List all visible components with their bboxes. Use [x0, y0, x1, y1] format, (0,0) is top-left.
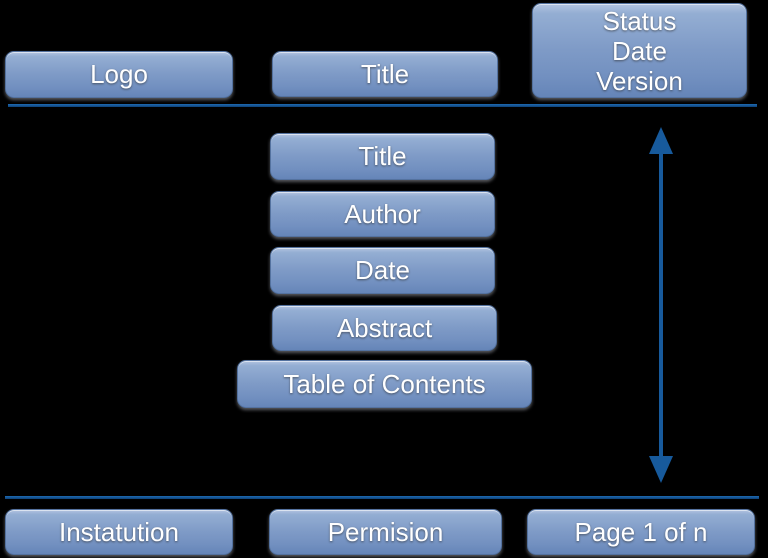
node-logo: Logo [5, 51, 233, 98]
vertical-double-arrow-icon [649, 127, 673, 483]
node-table-of-contents: Table of Contents [237, 360, 532, 408]
node-abstract-label: Abstract [336, 312, 433, 343]
date-line: Date [612, 35, 667, 66]
node-header-title: Title [272, 51, 498, 97]
node-status-date-version: Status Date Version [532, 3, 747, 98]
node-table-of-contents-label: Table of Contents [283, 368, 486, 399]
status-line: Status [602, 5, 677, 36]
header-separator-line [8, 104, 757, 107]
node-header-title-label: Title [360, 58, 410, 89]
node-author-label: Author [344, 198, 421, 229]
node-abstract: Abstract [272, 305, 497, 351]
node-institution: Instatution [5, 509, 233, 555]
node-date: Date [270, 247, 495, 294]
version-line: Version [596, 65, 683, 96]
node-permission-label: Permision [327, 516, 444, 547]
node-logo-label: Logo [90, 59, 148, 90]
footer-separator-line [5, 496, 759, 499]
node-author: Author [270, 191, 495, 237]
node-body-title-label: Title [358, 141, 407, 172]
node-page-number: Page 1 of n [527, 509, 755, 555]
node-permission: Permision [269, 509, 502, 555]
node-page-number-label: Page 1 of n [574, 516, 708, 547]
node-institution-label: Instatution [59, 516, 179, 547]
node-body-title: Title [270, 133, 495, 180]
node-date-label: Date [355, 255, 410, 286]
